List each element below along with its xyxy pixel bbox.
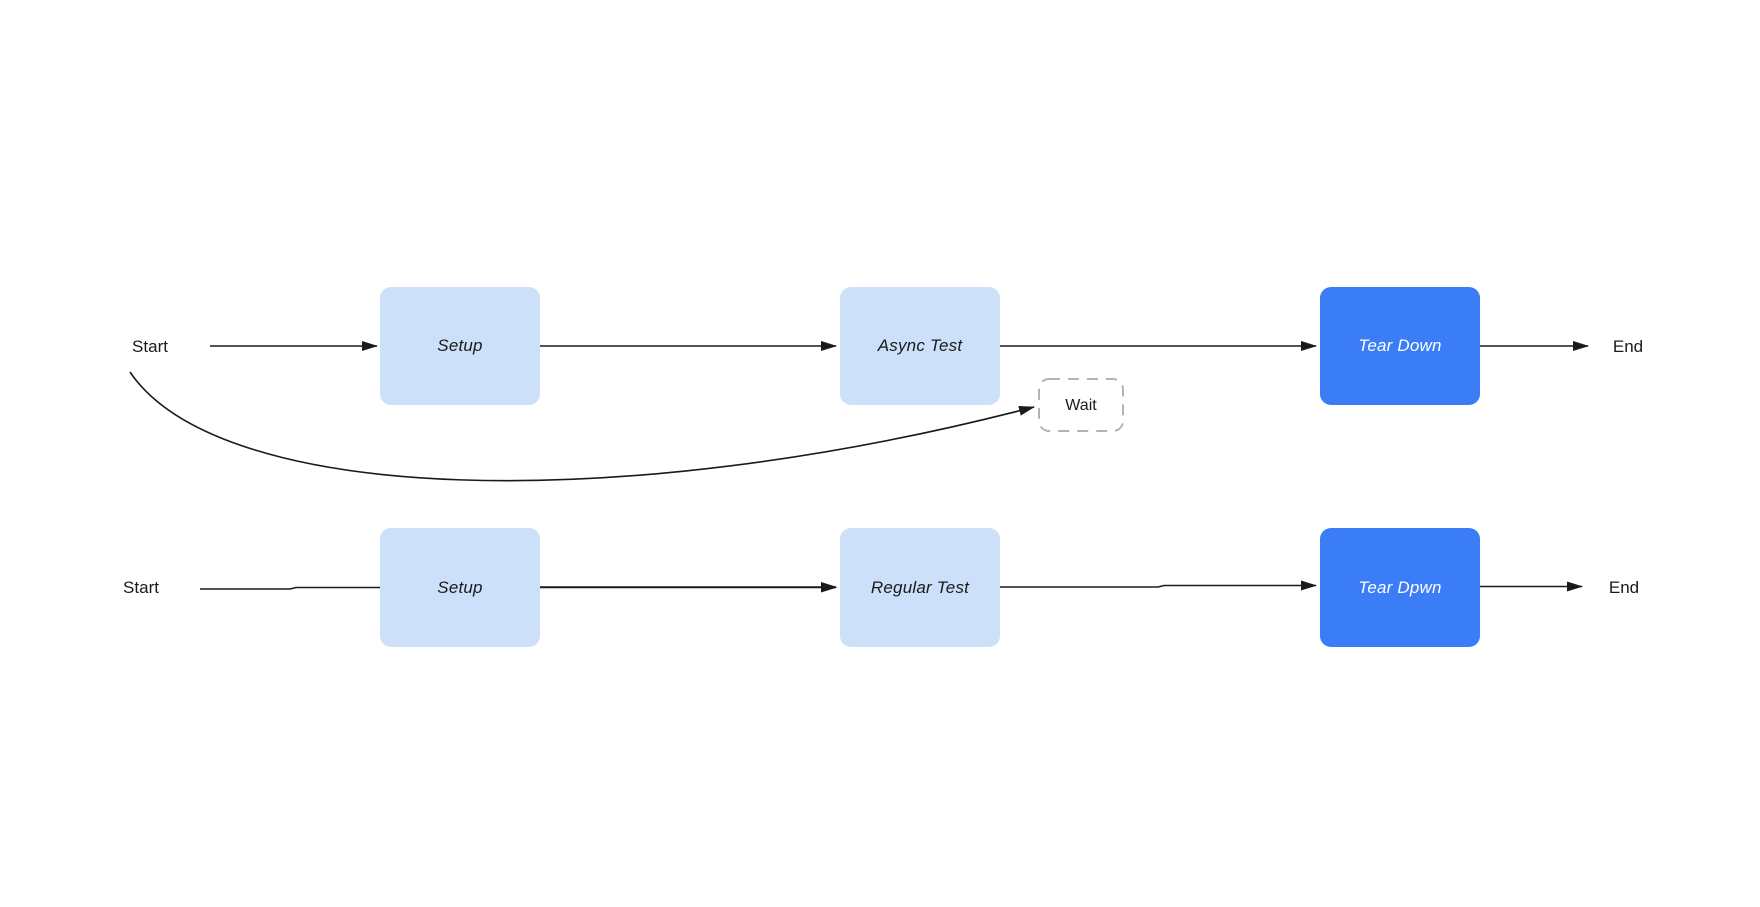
- arrow-regular-test-to-tear-dpwn: [1000, 580, 1317, 591]
- end-label-regular-flow: End: [1608, 578, 1640, 597]
- start-label-regular-flow: Start: [123, 578, 159, 597]
- arrow-start-to-wait-curve: [129, 371, 1035, 482]
- end-label-async-flow: End: [1612, 337, 1644, 356]
- wait-node-label: Wait: [1065, 397, 1097, 414]
- async-test-node: Async Test: [840, 287, 1000, 405]
- wait-node-outline: [1038, 378, 1124, 432]
- tear-dpwn-node: Tear Dpwn: [1320, 528, 1480, 647]
- setup-node-regular-flow: Setup: [380, 528, 540, 647]
- setup-node-async-flow: Setup: [380, 287, 540, 405]
- tear-down-node: Tear Down: [1320, 287, 1480, 405]
- start-label-async-flow: Start: [132, 337, 168, 356]
- regular-test-node: Regular Test: [840, 528, 1000, 647]
